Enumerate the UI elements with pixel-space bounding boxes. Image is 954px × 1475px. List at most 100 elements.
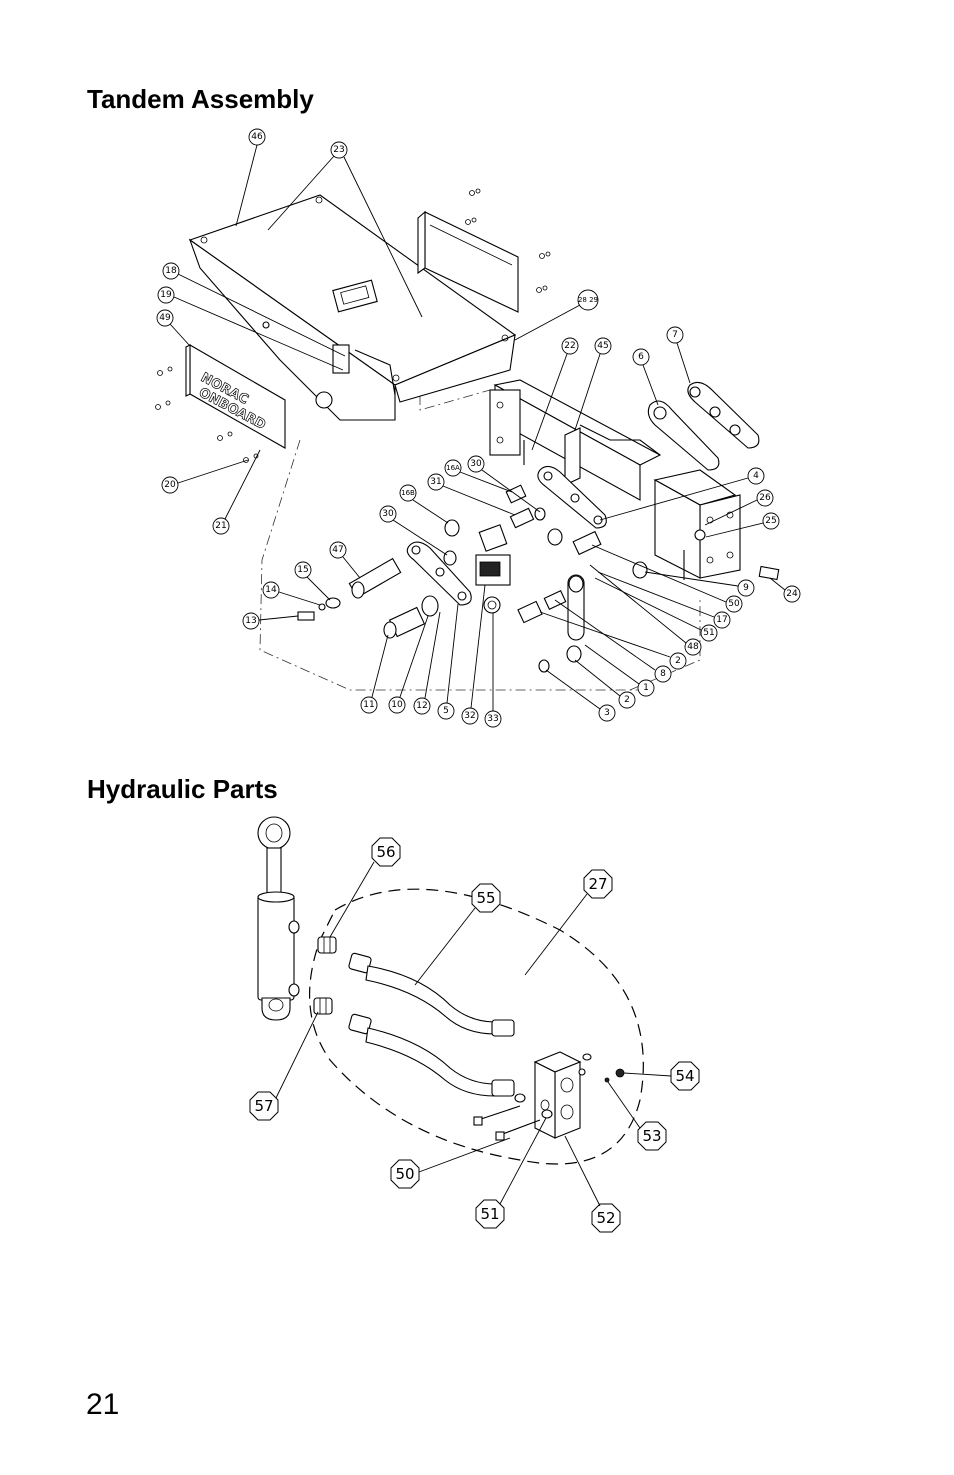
svg-text:46: 46: [251, 132, 263, 142]
callout-19: 19: [157, 286, 344, 371]
svg-text:45: 45: [597, 341, 608, 351]
callout-48: 48: [589, 564, 702, 656]
callout-46: 46: [235, 128, 266, 227]
callout-54: 54: [623, 1061, 700, 1091]
callout-3: 3: [545, 669, 616, 722]
callout-30a: 30: [467, 455, 541, 513]
callout-32: 32: [461, 584, 486, 725]
callout-27: 27: [524, 869, 613, 976]
svg-text:20: 20: [164, 480, 176, 490]
end-plate-part: [653, 469, 741, 579]
svg-text:52: 52: [596, 1209, 615, 1227]
callout-31: 31: [427, 473, 516, 516]
callout-24: 24: [769, 577, 801, 603]
callout-6: 6: [632, 348, 659, 406]
hose-upper: [348, 952, 515, 1037]
svg-text:7: 7: [672, 330, 678, 340]
callout-50-hyd: 50: [390, 1137, 511, 1189]
fitting-56: [317, 936, 337, 954]
svg-text:10: 10: [391, 700, 403, 710]
callout-49: 49: [156, 309, 191, 347]
callout-7: 7: [666, 326, 691, 384]
svg-text:30: 30: [382, 509, 394, 519]
svg-text:15: 15: [297, 565, 308, 575]
section-title-tandem-assembly: Tandem Assembly: [87, 84, 314, 114]
callout-23: 23: [267, 141, 423, 318]
svg-text:11: 11: [363, 700, 374, 710]
svg-text:17: 17: [716, 615, 727, 625]
page-number: 21: [86, 1388, 120, 1421]
svg-text:51: 51: [703, 628, 714, 638]
svg-text:5: 5: [443, 706, 449, 716]
svg-text:50: 50: [728, 599, 740, 609]
callout-30b: 30: [379, 505, 448, 556]
callout-56: 56: [329, 837, 401, 938]
callout-55: 55: [414, 883, 501, 986]
callout-47: 47: [329, 541, 361, 579]
svg-text:27: 27: [588, 875, 607, 893]
svg-text:24: 24: [786, 589, 798, 599]
svg-text:19: 19: [160, 290, 172, 300]
back-shield-part: [417, 210, 519, 313]
callout-10: 10: [388, 615, 429, 714]
svg-text:22: 22: [564, 341, 575, 351]
hydraulic-callouts: 56 55 27 57 54 53 50 51 52: [249, 837, 700, 1233]
callout-50: 50: [591, 544, 743, 613]
link-arm-7: [687, 381, 760, 449]
callout-15: 15: [294, 561, 331, 601]
link-arm-5: [406, 541, 472, 606]
hose-lower: [348, 1013, 515, 1097]
callout-26: 26: [704, 489, 774, 526]
callout-4: 4: [599, 467, 765, 521]
link-arm-6: [647, 400, 720, 471]
link-arm-4: [537, 465, 607, 529]
callout-12: 12: [413, 611, 441, 715]
svg-text:18: 18: [165, 266, 177, 276]
svg-text:30: 30: [470, 459, 482, 469]
svg-text:9: 9: [743, 583, 749, 593]
svg-text:21: 21: [215, 521, 226, 531]
svg-text:6: 6: [638, 352, 644, 362]
svg-text:4: 4: [753, 471, 759, 481]
svg-text:31: 31: [430, 477, 441, 487]
callout-22: 22: [531, 337, 579, 451]
svg-text:16A: 16A: [446, 464, 460, 472]
callout-33: 33: [484, 613, 502, 728]
svg-text:47: 47: [332, 545, 343, 555]
svg-text:28 29: 28 29: [578, 296, 598, 304]
sensor-block-part: [475, 524, 511, 614]
svg-text:16B: 16B: [401, 489, 415, 497]
svg-text:54: 54: [675, 1067, 694, 1085]
callout-11: 11: [360, 634, 389, 714]
svg-text:50: 50: [395, 1165, 414, 1183]
svg-text:57: 57: [254, 1097, 273, 1115]
svg-text:3: 3: [604, 708, 610, 718]
svg-text:25: 25: [765, 516, 776, 526]
svg-text:2: 2: [675, 656, 681, 666]
svg-text:56: 56: [376, 843, 395, 861]
svg-text:33: 33: [487, 714, 498, 724]
valve-block: [533, 1051, 625, 1139]
svg-text:2: 2: [624, 695, 630, 705]
callout-5: 5: [437, 603, 459, 720]
callout-28-29: 28 29: [514, 289, 599, 341]
callout-25: 25: [705, 512, 780, 538]
callout-8: 8: [554, 599, 672, 683]
callout-2b: 2: [574, 659, 636, 709]
callout-13: 13: [242, 612, 299, 630]
svg-text:51: 51: [480, 1205, 499, 1223]
callout-14: 14: [262, 581, 321, 606]
callout-16b: 16B: [399, 484, 449, 524]
callout-17: 17: [597, 571, 731, 629]
svg-text:12: 12: [416, 701, 427, 711]
callout-51: 51: [594, 577, 718, 642]
bolts-50: [473, 1093, 553, 1141]
callout-45: 45: [574, 337, 612, 431]
callout-1: 1: [584, 644, 655, 697]
svg-text:32: 32: [464, 711, 475, 721]
svg-text:8: 8: [660, 669, 666, 679]
svg-text:26: 26: [759, 493, 771, 503]
fitting-57: [313, 997, 333, 1015]
